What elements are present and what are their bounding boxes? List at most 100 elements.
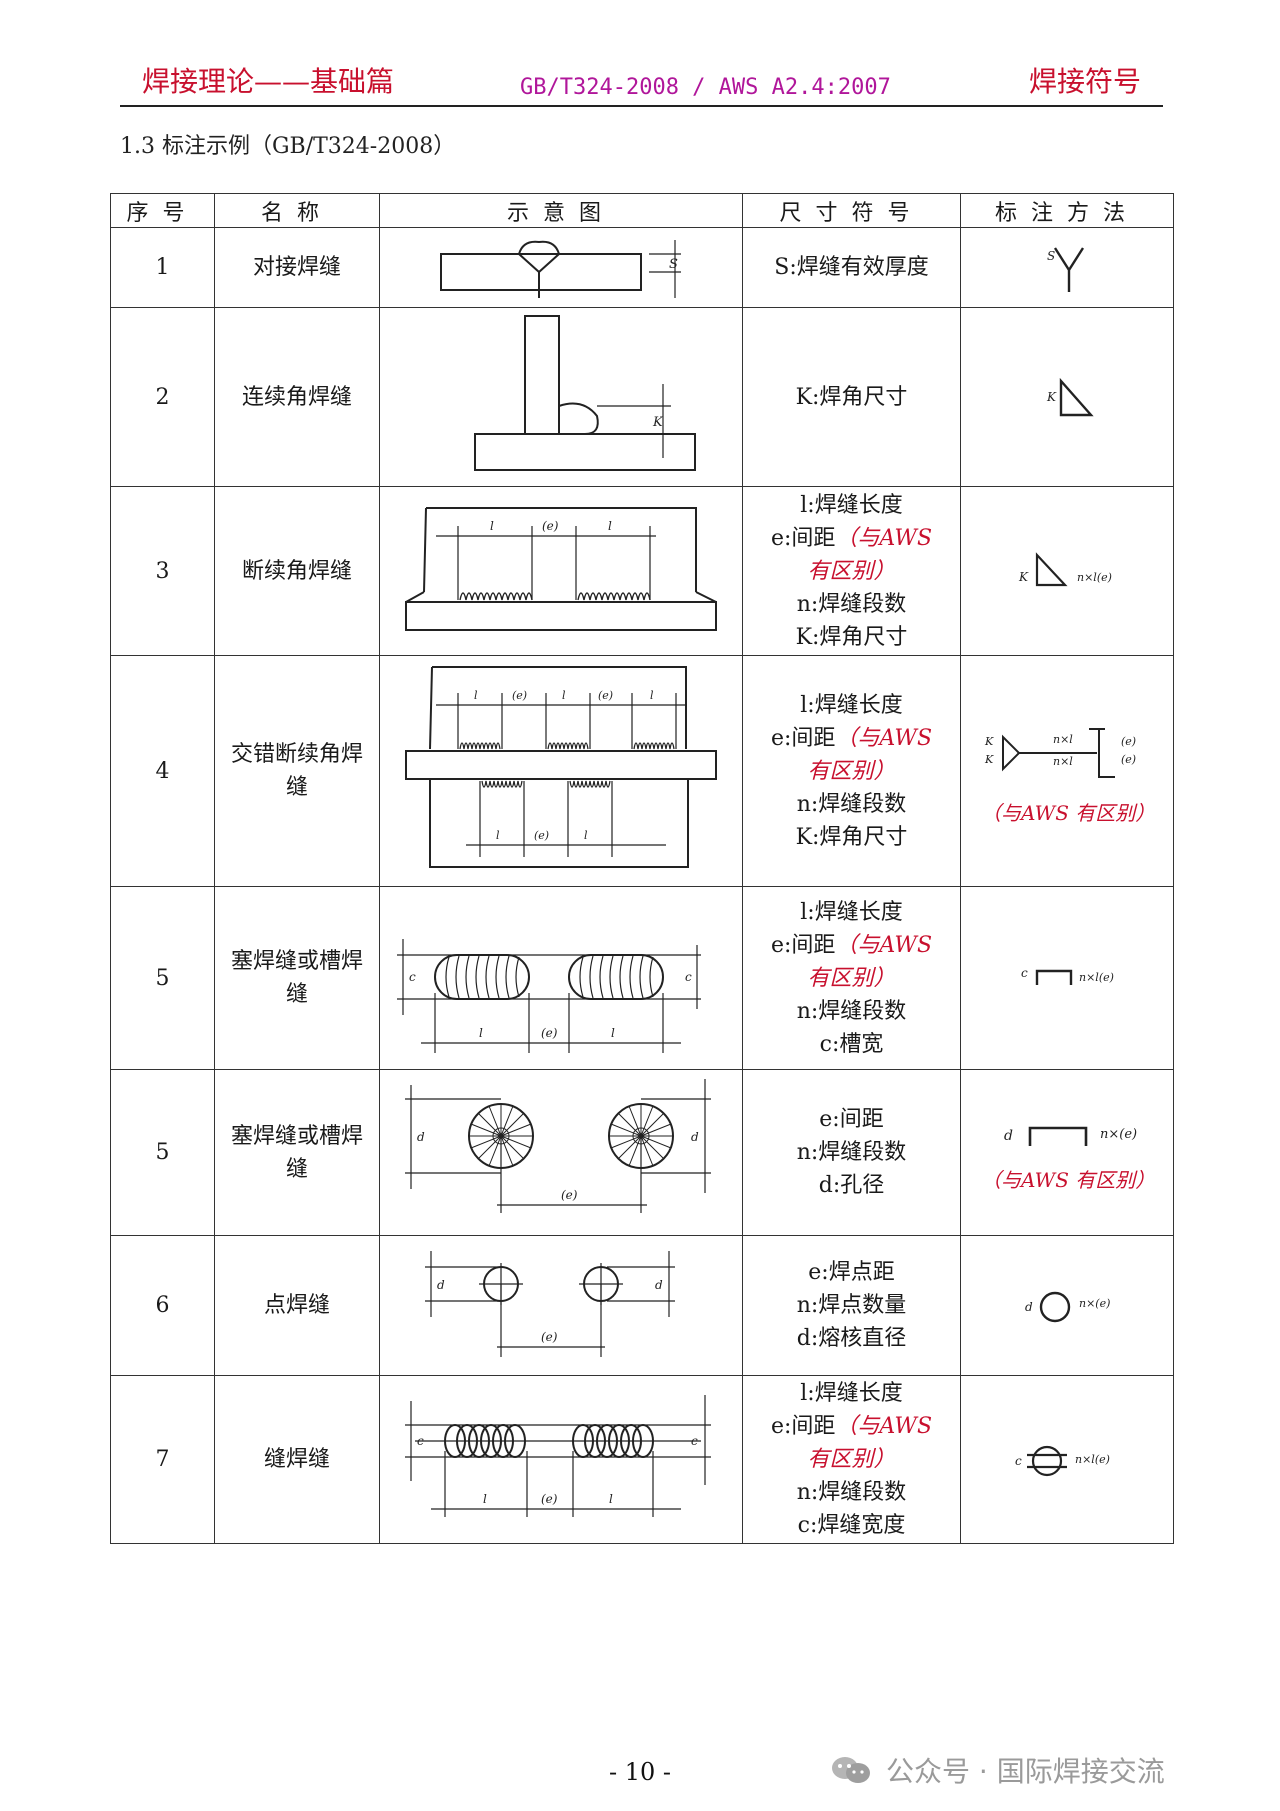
aws-difference-note: （与AWS 有区别） bbox=[981, 1167, 1156, 1192]
symbol-label: n×l bbox=[1053, 755, 1073, 768]
dimension-line: l:焊缝长度 bbox=[800, 1381, 903, 1406]
symbol-label: K bbox=[984, 735, 994, 748]
symbol-label: n×l(e) bbox=[1077, 571, 1112, 584]
dimension-note: 有区别） bbox=[807, 558, 896, 584]
diagram-label: S bbox=[669, 257, 678, 272]
header-dimension-symbols: 尺寸符号 bbox=[742, 193, 961, 228]
row-name: 缝焊缝 bbox=[214, 1375, 380, 1544]
diagram-label: (e) bbox=[598, 689, 613, 702]
symbol-label: c bbox=[1021, 966, 1028, 980]
symbol-label: n×l(e) bbox=[1079, 971, 1114, 984]
row-name: 连续角焊缝 bbox=[214, 307, 380, 487]
table-row: 6 点焊缝 bbox=[110, 1235, 1174, 1376]
dimension-line: e:焊点距 bbox=[808, 1260, 895, 1285]
table-row: 5 塞焊缝或槽焊缝 bbox=[110, 1069, 1174, 1236]
diagram-label: l bbox=[496, 829, 500, 842]
diagram-label: (e) bbox=[561, 1188, 578, 1202]
staggered-fillet-diagram: l (e) l (e) l l (e) l bbox=[379, 655, 743, 887]
diagram-label: l bbox=[479, 1026, 483, 1040]
row-name: 塞焊缝或槽焊缝 bbox=[214, 886, 380, 1070]
symbol-label: K bbox=[1018, 570, 1029, 584]
symbol-label: (e) bbox=[1121, 753, 1136, 766]
row-name: 对接焊缝 bbox=[214, 227, 380, 308]
diagram-label: d bbox=[417, 1130, 425, 1144]
symbol-label: K bbox=[1046, 390, 1057, 404]
diagram-label: (e) bbox=[541, 1492, 558, 1506]
header-right-title: 焊接符号 bbox=[1028, 65, 1141, 98]
spot-weld-diagram: d d (e) bbox=[379, 1235, 743, 1376]
dimension-symbols: S:焊缝有效厚度 bbox=[742, 227, 961, 308]
diagram-label: c bbox=[691, 1434, 698, 1448]
annotation-symbol: d n×(e) （与AWS 有区别） bbox=[960, 1069, 1174, 1236]
header-annotation-method: 标注方法 bbox=[960, 193, 1174, 228]
dimension-note: 有区别） bbox=[807, 758, 896, 784]
diagram-label: (e) bbox=[512, 689, 527, 702]
dimension-note: 有区别） bbox=[807, 1447, 896, 1472]
diagram-label: l bbox=[650, 689, 654, 702]
dimension-line: n:焊缝段数 bbox=[796, 591, 907, 617]
dimension-line: l:焊缝长度 bbox=[800, 692, 903, 718]
dimension-line: e:间距（与AWS bbox=[770, 932, 933, 958]
dimension-line: e:间距（与AWS bbox=[770, 525, 933, 551]
annotation-symbol: K n×l(e) bbox=[960, 486, 1174, 656]
dimension-line: S:焊缝有效厚度 bbox=[774, 255, 929, 280]
page-header: 焊接理论——基础篇 GB/T324-2008 / AWS A2.4:2007 焊… bbox=[120, 56, 1163, 106]
dimension-symbols: l:焊缝长度 e:间距（与AWS 有区别） n:焊缝段数 K:焊角尺寸 bbox=[742, 655, 961, 887]
row-number: 6 bbox=[110, 1235, 215, 1376]
dimension-symbols: K:焊角尺寸 bbox=[742, 307, 961, 487]
dimension-line: e:间距 bbox=[819, 1107, 884, 1132]
dimension-line: n:焊点数量 bbox=[796, 1293, 907, 1318]
dimension-line: n:焊缝段数 bbox=[796, 791, 907, 817]
intermittent-fillet-diagram: l (e) l bbox=[379, 486, 743, 656]
aws-difference-note: （与AWS 有区别） bbox=[981, 801, 1156, 825]
annotation-symbol: K K n×l n×l (e) (e) （与AWS 有区别） bbox=[960, 655, 1174, 887]
diagram-label: c bbox=[409, 970, 416, 984]
plug-weld-diagram: d d (e) bbox=[379, 1069, 743, 1236]
row-number: 5 bbox=[110, 886, 215, 1070]
table-row: 5 塞焊缝或槽焊缝 bbox=[110, 886, 1174, 1070]
diagram-label: l bbox=[609, 1492, 613, 1506]
annotation-symbol: K bbox=[960, 307, 1174, 487]
diagram-label: (e) bbox=[541, 1026, 558, 1040]
symbol-label: n×l bbox=[1053, 733, 1073, 746]
diagram-label: d bbox=[655, 1278, 663, 1292]
dimension-line: K:焊角尺寸 bbox=[795, 624, 908, 650]
diagram-label: c bbox=[685, 970, 692, 984]
symbol-label: d bbox=[1025, 1300, 1033, 1314]
row-number: 7 bbox=[110, 1375, 215, 1544]
header-no: 序号 bbox=[110, 193, 215, 228]
watermark: 公众号 · 国际焊接交流 bbox=[830, 1750, 1165, 1790]
row-number: 5 bbox=[110, 1069, 215, 1236]
header-left-title: 焊接理论——基础篇 bbox=[142, 65, 395, 98]
diagram-label: l bbox=[608, 519, 612, 533]
dimension-line: K:焊角尺寸 bbox=[795, 384, 908, 410]
table-row: 2 连续角焊缝 K K:焊角尺寸 K bbox=[110, 307, 1174, 487]
dimension-symbols: e:间距 n:焊缝段数 d:孔径 bbox=[742, 1069, 961, 1236]
dimension-line: c:槽宽 bbox=[819, 1031, 884, 1057]
header-rule bbox=[120, 105, 1163, 107]
annotation-symbol: S bbox=[960, 227, 1174, 308]
diagram-label: c bbox=[417, 1434, 424, 1448]
table-row: 7 缝焊缝 bbox=[110, 1375, 1174, 1544]
annotation-examples-table: 序号 名称 示意图 尺寸符号 标注方法 1 对接焊缝 S bbox=[110, 193, 1174, 1544]
fillet-weld-diagram: K bbox=[379, 307, 743, 487]
dimension-line: n:焊缝段数 bbox=[796, 998, 907, 1024]
dimension-line: c:焊缝宽度 bbox=[797, 1513, 906, 1538]
row-number: 1 bbox=[110, 227, 215, 308]
row-name: 交错断续角焊缝 bbox=[214, 655, 380, 887]
dimension-line: n:焊缝段数 bbox=[796, 1140, 907, 1165]
row-number: 2 bbox=[110, 307, 215, 487]
dimension-line: d:熔核直径 bbox=[796, 1326, 907, 1351]
dimension-symbols: l:焊缝长度 e:间距（与AWS 有区别） n:焊缝段数 c:槽宽 bbox=[742, 886, 961, 1070]
table-row: 1 对接焊缝 S S:焊缝有效厚度 S bbox=[110, 227, 1174, 308]
dimension-symbols: e:焊点距 n:焊点数量 d:熔核直径 bbox=[742, 1235, 961, 1376]
symbol-label: n×(e) bbox=[1079, 1297, 1110, 1310]
dimension-symbols: l:焊缝长度 e:间距（与AWS 有区别） n:焊缝段数 K:焊角尺寸 bbox=[742, 486, 961, 656]
row-number: 4 bbox=[110, 655, 215, 887]
dimension-line: e:间距（与AWS bbox=[770, 1414, 933, 1439]
symbol-label: c bbox=[1015, 1454, 1022, 1468]
diagram-label: K bbox=[652, 415, 664, 430]
diagram-label: l bbox=[584, 829, 588, 842]
symbol-label: d bbox=[1004, 1128, 1013, 1144]
row-name: 断续角焊缝 bbox=[214, 486, 380, 656]
